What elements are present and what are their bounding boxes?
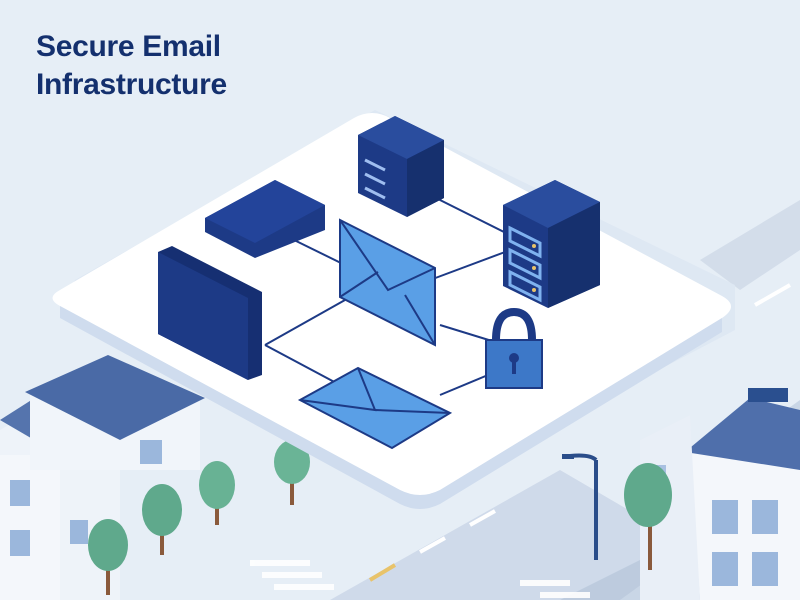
title-line-1: Secure Email (36, 30, 221, 63)
server-icon (358, 116, 444, 217)
envelope-icon (297, 366, 453, 450)
monitor-icon (158, 246, 262, 380)
envelope-icon (339, 218, 436, 347)
tree-icon (274, 440, 310, 505)
monitor-icon (205, 180, 325, 258)
house-icon (25, 355, 205, 470)
tree-icon (624, 463, 672, 570)
tree-icon (199, 461, 235, 525)
tree-icon (142, 484, 182, 555)
page-title: Secure Email Infrastructure (36, 28, 227, 104)
padlock-icon (485, 307, 543, 389)
title-line-2: Infrastructure (36, 68, 227, 101)
tree-icon (88, 519, 128, 595)
server-icon (503, 180, 600, 308)
street-lamp-icon (562, 453, 598, 560)
